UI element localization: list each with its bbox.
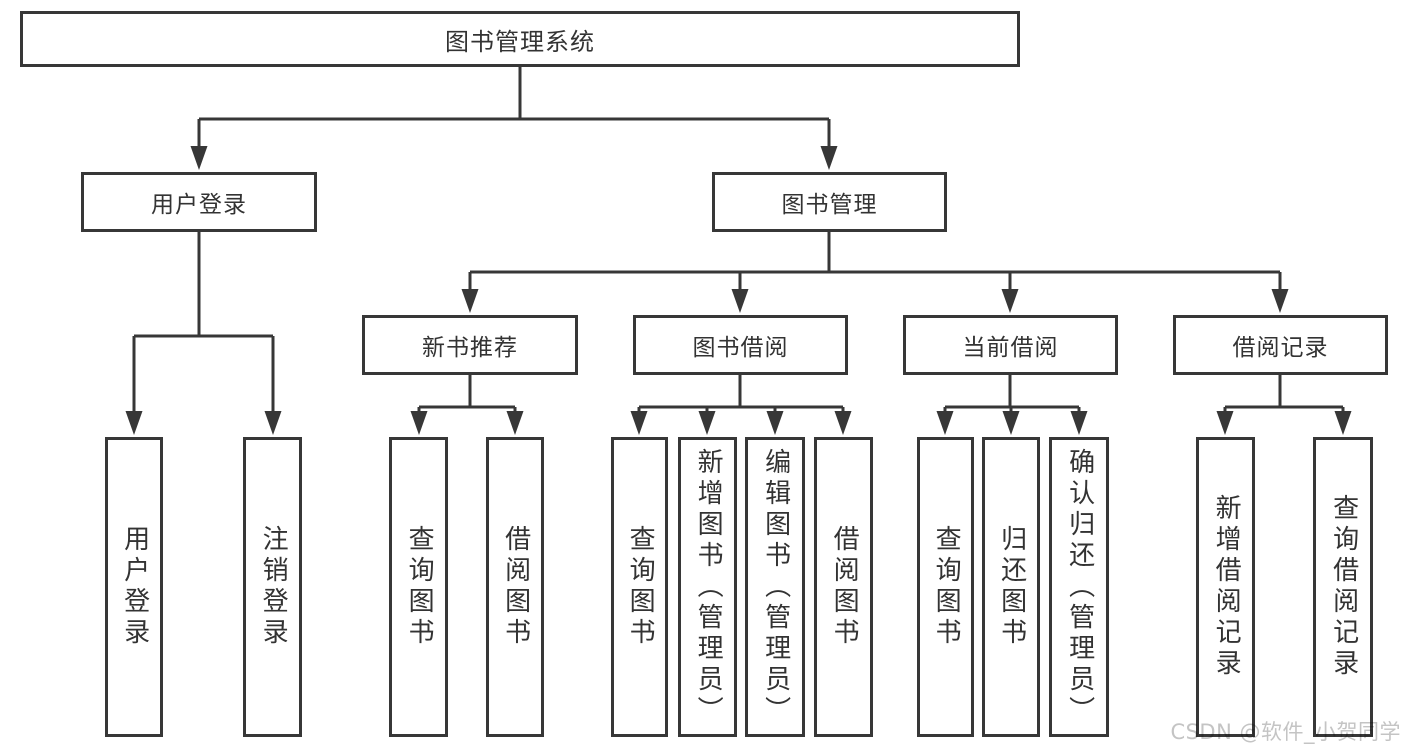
arrowhead-down-icon	[1216, 411, 1234, 435]
arrowhead-down-icon	[1070, 411, 1088, 435]
arrowhead-down-icon	[1271, 289, 1289, 313]
arrowhead-down-icon	[461, 289, 479, 313]
arrowhead-down-icon	[936, 411, 954, 435]
node-label: 新增图书（管理员）	[693, 447, 724, 727]
node-book-management-branch: 图书管理	[712, 172, 947, 232]
node-label: 新书推荐	[422, 335, 518, 361]
node-label: 借阅图书	[829, 525, 860, 649]
arrowhead-down-icon	[190, 146, 208, 170]
node-library-management-system: 图书管理系统	[20, 11, 1020, 67]
arrowhead-down-icon	[834, 411, 852, 435]
node-label: 查询图书	[931, 525, 962, 649]
arrowhead-down-icon	[1334, 411, 1352, 435]
node-new-book-recommendation: 新书推荐	[362, 315, 578, 375]
node-label: 查询图书	[625, 525, 656, 649]
node-user-login-branch: 用户登录	[81, 172, 317, 232]
leaf-edit-books-admin: 编辑图书（管理员）	[745, 437, 805, 737]
node-label: 用户登录	[119, 525, 150, 649]
leaf-add-books-admin: 新增图书（管理员）	[678, 437, 737, 737]
watermark: CSDN @软件_小贺同学	[1170, 720, 1401, 744]
node-label: 新增借阅记录	[1211, 494, 1242, 680]
node-label: 图书借阅	[692, 335, 789, 361]
node-label: 用户登录	[151, 192, 247, 218]
node-label: 确认归还（管理员）	[1064, 447, 1095, 727]
leaf-query-books-recommend: 查询图书	[389, 437, 448, 737]
node-label: 查询借阅记录	[1328, 494, 1359, 680]
leaf-return-books: 归还图书	[982, 437, 1040, 737]
node-label: 归还图书	[996, 525, 1027, 649]
arrowhead-down-icon	[1002, 411, 1020, 435]
node-label: 注销登录	[258, 525, 289, 649]
leaf-borrow-books-recommend: 借阅图书	[486, 437, 544, 737]
node-label: 图书管理系统	[445, 27, 595, 56]
leaf-query-borrow-record: 查询借阅记录	[1313, 437, 1373, 737]
leaf-user-login: 用户登录	[105, 437, 163, 737]
node-label: 借阅记录	[1232, 335, 1329, 361]
node-label: 编辑图书（管理员）	[760, 447, 791, 727]
arrowhead-down-icon	[1001, 289, 1019, 313]
node-current-borrowing: 当前借阅	[903, 315, 1118, 375]
node-book-borrowing: 图书借阅	[633, 315, 848, 375]
arrowhead-down-icon	[410, 411, 428, 435]
arrowhead-down-icon	[264, 411, 282, 435]
leaf-logout: 注销登录	[243, 437, 302, 737]
node-label: 图书管理	[781, 192, 878, 218]
arrowhead-down-icon	[125, 411, 143, 435]
arrowhead-down-icon	[820, 146, 838, 170]
leaf-borrow-books-borrowing: 借阅图书	[814, 437, 873, 737]
arrowhead-down-icon	[731, 289, 749, 313]
leaf-query-books-borrowing: 查询图书	[611, 437, 668, 737]
leaf-add-borrow-record: 新增借阅记录	[1196, 437, 1255, 737]
arrowhead-down-icon	[766, 411, 784, 435]
node-borrowing-records: 借阅记录	[1173, 315, 1388, 375]
node-label: 当前借阅	[962, 335, 1059, 361]
leaf-confirm-return-admin: 确认归还（管理员）	[1049, 437, 1109, 737]
arrowhead-down-icon	[698, 411, 716, 435]
leaf-query-books-current: 查询图书	[917, 437, 974, 737]
node-label: 借阅图书	[500, 525, 531, 649]
arrowhead-down-icon	[506, 411, 524, 435]
node-label: 查询图书	[404, 525, 435, 649]
arrowhead-down-icon	[630, 411, 648, 435]
